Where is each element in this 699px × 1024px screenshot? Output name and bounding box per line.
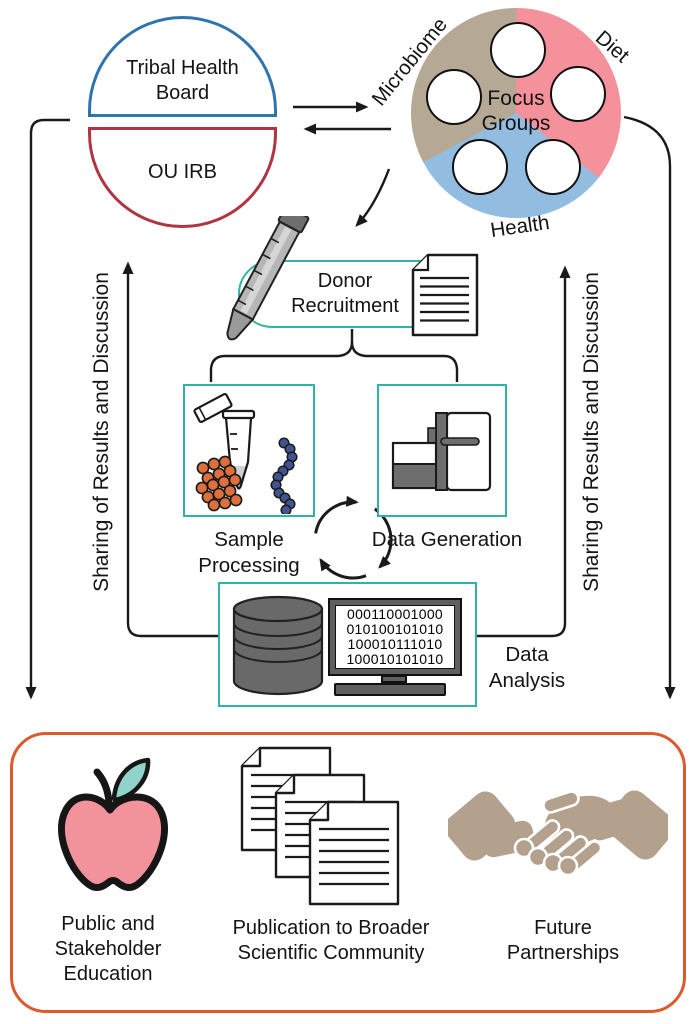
outer-right-feedback-arrow <box>623 115 676 700</box>
sequencer-icon <box>391 411 492 492</box>
molecule-chain-icon <box>270 437 298 514</box>
split-brace-right <box>350 341 459 382</box>
sample-processing-label: Sample Processing <box>198 528 300 577</box>
focus-group-spot <box>490 22 546 78</box>
apple-stem <box>93 768 113 806</box>
apple-icon <box>58 757 168 891</box>
focus-groups-label: Focus Groups <box>481 86 551 135</box>
handshake-right-cuff <box>604 790 668 860</box>
split-brace-left <box>209 329 354 382</box>
partnerships-label: Future Partnerships <box>506 917 620 964</box>
handshake-icon <box>448 790 668 877</box>
apple-body <box>58 793 168 891</box>
binary-line: 000110001000 <box>347 606 443 622</box>
microcentrifuge-tube-icon <box>193 392 256 490</box>
outer-left-feedback-arrow <box>25 118 70 700</box>
focus-group-spot <box>452 139 508 195</box>
monitor-base <box>334 683 446 696</box>
monitor-icon: 000110001000 010100101010 100010111010 1… <box>328 598 462 676</box>
binary-line: 100010101010 <box>346 651 444 667</box>
outcomes-panel <box>10 732 686 1013</box>
tribal-health-board-label: Tribal Health Board <box>126 57 239 104</box>
education-label: Public and Stakeholder Education <box>54 913 162 985</box>
data-generation-label: Data Generation <box>371 528 523 551</box>
inner-left-sharing-arrow <box>122 261 218 638</box>
focus-groups-pie: Focus Groups <box>411 8 621 218</box>
donor-recruitment-label: Donor Recruitment <box>291 270 399 317</box>
falcon-tube-icon <box>226 216 310 341</box>
publication-page <box>308 800 400 906</box>
bacteria-cluster-icon <box>195 455 243 512</box>
publication-label: Publication to Broader Scientific Commun… <box>232 917 430 964</box>
data-analysis-label: Data Analysis <box>488 643 566 692</box>
ou-irb-label: OU IRB <box>148 161 217 183</box>
database-icon <box>232 595 324 696</box>
monitor-stand <box>381 675 407 683</box>
focus-group-spot <box>426 69 482 125</box>
consent-document-icon <box>411 253 479 337</box>
binary-line: 100010111010 <box>347 636 443 652</box>
groups-to-donor-arrow <box>355 168 391 227</box>
monitor-screen: 000110001000 010100101010 100010111010 1… <box>335 605 455 669</box>
focus-group-spot <box>525 139 581 195</box>
sharing-results-label-left: Sharing of Results and Discussion <box>90 272 113 592</box>
binary-line: 010100101010 <box>346 621 444 637</box>
inner-right-sharing-arrow <box>477 265 571 638</box>
handshake-left-cuff <box>448 791 516 861</box>
sample-processing-icons <box>193 392 298 514</box>
publications-stack-icon <box>240 746 400 906</box>
focus-group-spot <box>550 66 606 122</box>
sharing-results-label-right: Sharing of Results and Discussion <box>580 272 603 592</box>
